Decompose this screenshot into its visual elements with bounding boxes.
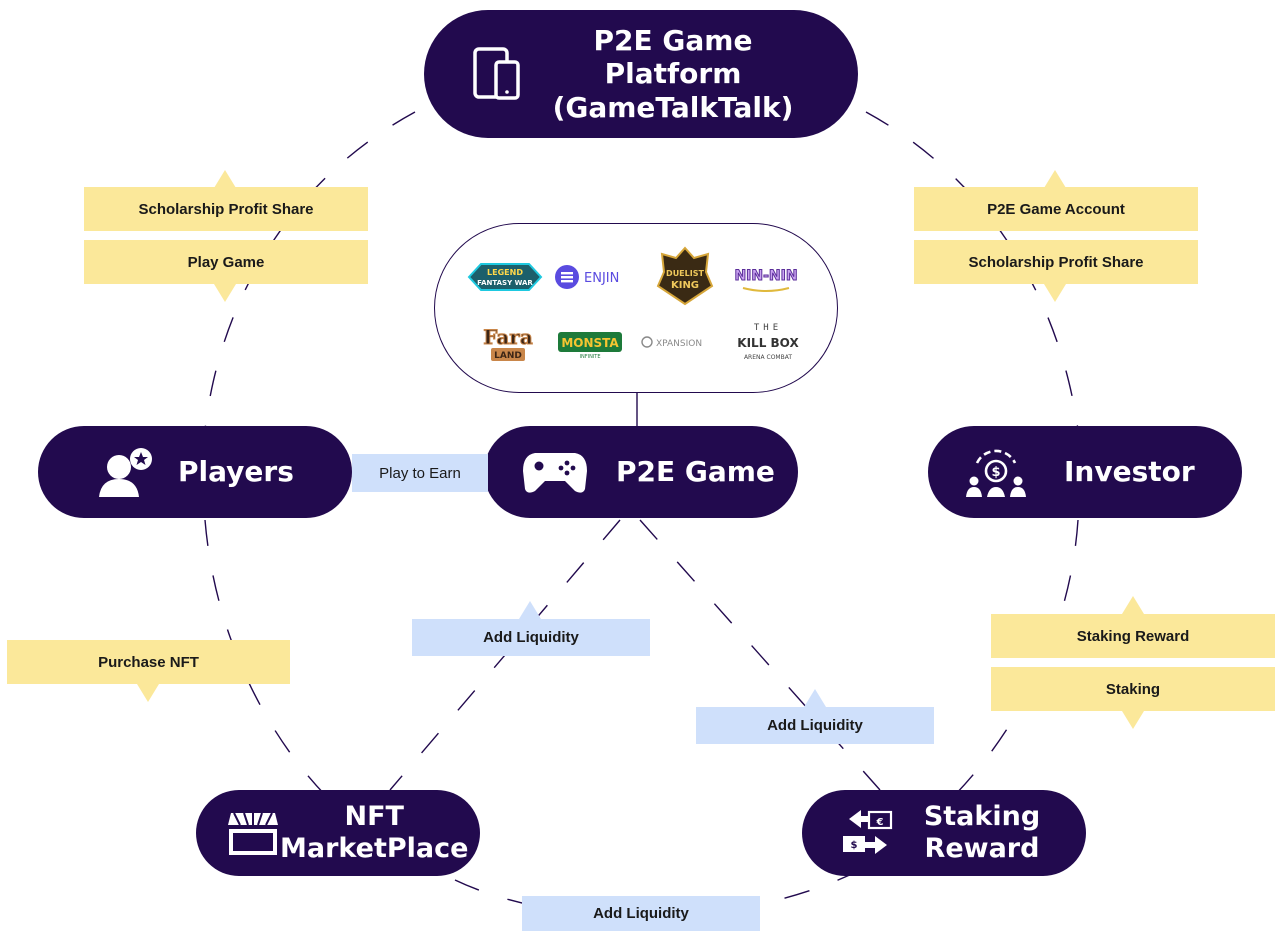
market-line1: NFT — [344, 800, 404, 832]
label-staking: Staking — [991, 667, 1275, 711]
staking-line1: Staking — [923, 800, 1041, 832]
killbox-line3: ARENA COMBAT — [744, 354, 792, 361]
node-p2e-game: P2E Game — [484, 426, 798, 518]
connector-platform-investor — [865, 111, 1079, 431]
svg-text:$: $ — [851, 840, 858, 851]
partner-logos-panel: LEGEND FANTASY WAR ENJIN DUELIST KING NI… — [434, 223, 838, 393]
monsta-line2: INFINITE — [580, 354, 601, 360]
monsta-line1: MONSTA — [561, 336, 619, 350]
node-nft-marketplace: NFT MarketPlace — [196, 790, 480, 876]
pointer-left-scholarship — [214, 170, 236, 188]
label-right-scholarship-profit-share: Scholarship Profit Share — [914, 240, 1198, 284]
pointer-purchase-nft — [137, 684, 159, 702]
node-investor: $ Investor — [928, 426, 1242, 518]
svg-text:€: € — [876, 817, 884, 828]
legend-fantasy-war-logo: LEGEND FANTASY WAR — [465, 260, 545, 294]
investor-label: Investor — [1064, 455, 1195, 489]
players-label: Players — [178, 455, 294, 489]
label-add-liquidity-right: Add Liquidity — [696, 707, 934, 744]
killbox-line2: KILL BOX — [737, 336, 799, 350]
connector-investor-staking — [949, 519, 1079, 801]
connector-platform-players — [204, 111, 416, 431]
kill-box-logo: THE KILL BOX ARENA COMBAT — [735, 318, 801, 366]
legend-line1: LEGEND — [487, 268, 523, 277]
currency-exchange-icon: € $ — [838, 805, 898, 861]
pointer-staking-reward — [1122, 596, 1144, 614]
label-p2e-game-account: P2E Game Account — [914, 187, 1198, 231]
pointer-right-account — [1044, 170, 1066, 188]
p2e-game-label: P2E Game — [616, 455, 775, 489]
pointer-right-scholarship — [1044, 284, 1066, 302]
connector-market-staking — [454, 869, 861, 918]
node-staking-reward: € $ Staking Reward — [802, 790, 1086, 876]
svg-text:$: $ — [991, 465, 1000, 480]
pointer-staking — [1122, 711, 1144, 729]
label-purchase-nft: Purchase NFT — [7, 640, 290, 684]
investor-icon: $ — [964, 442, 1028, 502]
devices-icon — [468, 44, 528, 104]
node-players: Players — [38, 426, 352, 518]
nin-text: NIN-NIN — [734, 268, 797, 284]
fara-line2: LAND — [494, 351, 522, 361]
duelist-line2: KING — [671, 280, 699, 291]
legend-line2: FANTASY WAR — [477, 279, 533, 287]
platform-subtitle: (GameTalkTalk) — [552, 90, 794, 124]
node-p2e-game-platform: P2E Game Platform (GameTalkTalk) — [424, 10, 858, 138]
duelist-line1: DUELIST — [666, 269, 704, 278]
label-staking-reward: Staking Reward — [991, 614, 1275, 658]
staking-line2: Reward — [924, 833, 1040, 864]
fara-line1: Fara — [483, 325, 533, 349]
user-star-icon — [96, 444, 156, 500]
nin-nin-logo: NIN-NIN — [729, 258, 803, 296]
label-play-game: Play Game — [84, 240, 368, 284]
label-left-scholarship-profit-share: Scholarship Profit Share — [84, 187, 368, 231]
pointer-add-liquidity-left — [519, 601, 541, 619]
label-play-to-earn: Play to Earn — [352, 454, 488, 492]
label-add-liquidity-left: Add Liquidity — [412, 619, 650, 656]
platform-title: P2E Game Platform — [593, 23, 753, 91]
monsta-infinite-logo: MONSTA INFINITE — [555, 324, 625, 360]
connector-game-staking — [639, 519, 881, 791]
duelist-king-logo: DUELIST KING — [650, 246, 720, 306]
pointer-play-game — [214, 284, 236, 302]
xpansion-logo: XPANSION — [639, 330, 719, 354]
enjin-text: ENJIN — [584, 271, 619, 286]
killbox-line1: THE — [754, 323, 782, 333]
storefront-icon — [226, 808, 280, 858]
gamepad-icon — [520, 447, 590, 497]
label-add-liquidity-bottom: Add Liquidity — [522, 896, 760, 931]
enjin-logo: ENJIN — [553, 262, 639, 292]
fara-land-logo: Fara LAND — [475, 320, 541, 364]
xpansion-text: XPANSION — [656, 339, 702, 349]
pointer-add-liquidity-right — [804, 689, 826, 707]
market-line2: MarketPlace — [280, 833, 469, 864]
